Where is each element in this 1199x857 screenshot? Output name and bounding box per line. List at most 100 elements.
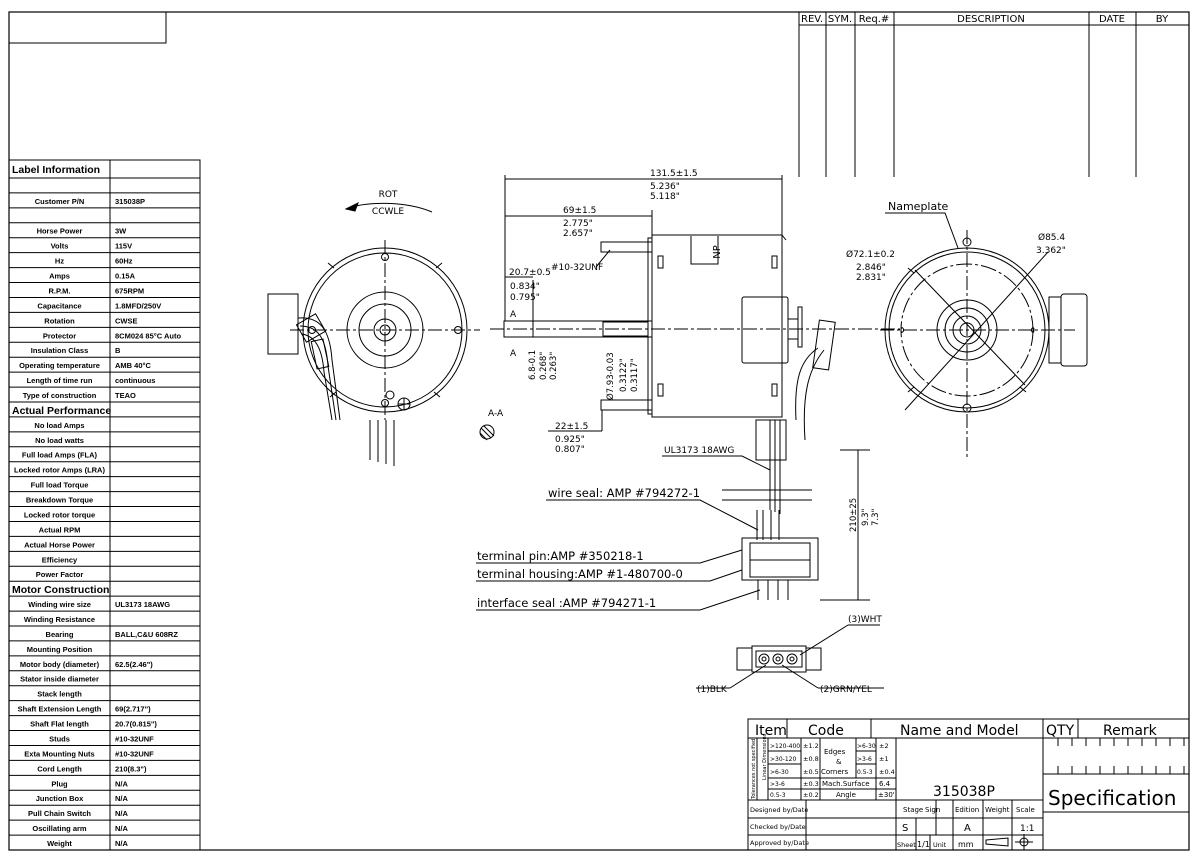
stage-value: S xyxy=(902,823,908,834)
label-row-value: continuous xyxy=(115,376,155,385)
wire-seal-label: wire seal: AMP #794272-1 xyxy=(548,486,700,500)
label-row-value: N/A xyxy=(115,839,129,848)
edges-amp: & xyxy=(836,758,842,766)
label-row-name: Horse Power xyxy=(37,227,83,236)
label-row-value: 62.5(2.46") xyxy=(115,660,153,669)
dim-stud-len-in2: 0.807" xyxy=(555,445,585,455)
label-row-name: Locked rotor Amps (LRA) xyxy=(14,466,105,475)
label-row-name: Winding wire size xyxy=(28,600,91,609)
label-row-value: 315038P xyxy=(115,197,145,206)
label-row-name: Actual Horse Power xyxy=(24,540,95,549)
edge-range: 0.5-3 xyxy=(857,769,873,776)
label-section-heading: Actual Performance xyxy=(12,405,111,417)
label-row-name: Breakdown Torque xyxy=(26,496,93,505)
terminal-housing-label: terminal housing:AMP #1-480700-0 xyxy=(477,567,683,581)
tol-range: >30-120 xyxy=(770,756,796,763)
angle-value: ±30' xyxy=(878,791,895,799)
stud-label: #10-32UNF xyxy=(551,263,603,273)
pin-wht-label: (3)WHT xyxy=(848,615,882,625)
edge-value: ±2 xyxy=(879,742,889,750)
pin-blk-label: (1)BLK xyxy=(697,685,728,695)
rot-label: ROT xyxy=(379,190,398,200)
dim-overall-in1: 5.236" xyxy=(650,182,680,192)
tol-value: ±0.5 xyxy=(803,768,819,776)
label-row-name: Length of time run xyxy=(27,376,93,385)
title-block xyxy=(747,718,1190,851)
label-row-value: CWSE xyxy=(115,316,138,325)
label-row-value: 8CM024 85°C Auto xyxy=(115,331,181,340)
section-aa-label: A-A xyxy=(488,409,504,419)
label-row-name: Motor body (diameter) xyxy=(20,660,100,669)
label-row-name: Bearing xyxy=(46,630,74,639)
dim-stud-len: 22±1.5 xyxy=(555,422,588,432)
dim-flat-in2: 0.795" xyxy=(510,293,540,303)
right-end-view xyxy=(880,212,1088,460)
label-row-name: Stack length xyxy=(37,690,82,699)
label-row-name: No load Amps xyxy=(34,421,84,430)
label-row-name: Junction Box xyxy=(36,794,84,803)
label-row-value: N/A xyxy=(115,809,129,818)
label-row-name: Hz xyxy=(55,257,64,266)
label-row-name: Exta Mounting Nuts xyxy=(24,749,94,758)
edge-value: ±0.4 xyxy=(879,768,895,776)
edge-range: >3-6 xyxy=(857,756,872,763)
side-view xyxy=(476,175,900,689)
dim-flat-in1: 0.834" xyxy=(510,282,540,292)
label-row-value: 675RPM xyxy=(115,286,144,295)
label-row-name: Protector xyxy=(43,331,76,340)
scale-value: 1:1 xyxy=(1020,824,1034,834)
edition-value: A xyxy=(964,823,971,834)
dim-overall: 131.5±1.5 xyxy=(650,169,698,179)
corners-label: Corners xyxy=(821,768,849,776)
title-item: Item xyxy=(755,723,787,739)
tol-range: >3-6 xyxy=(770,781,785,788)
tol-value: ±0.8 xyxy=(803,755,819,763)
label-row-name: Shaft Extension Length xyxy=(18,705,102,714)
label-row-name: Insulation Class xyxy=(31,346,89,355)
label-row-value: 1.8MFD/250V xyxy=(115,301,161,310)
mach-surface-label: Mach.Surface xyxy=(822,780,870,788)
label-row-value: N/A xyxy=(115,779,129,788)
dim-shaft-d-in2: 0.3117" xyxy=(630,358,640,392)
dim-od-in: 3.362" xyxy=(1036,246,1066,256)
label-row-name: Locked rotor torque xyxy=(24,510,95,519)
dim-cord-in2: 7.3" xyxy=(871,508,881,526)
title-name-model: Name and Model xyxy=(900,723,1019,739)
label-row-value: 60Hz xyxy=(115,257,133,266)
sign-header: Sign xyxy=(925,806,940,814)
label-row-name: Volts xyxy=(51,242,69,251)
label-row-name: Full load Torque xyxy=(31,481,89,490)
section-a-bottom: A xyxy=(510,349,517,359)
unit-label: Unit xyxy=(933,841,947,849)
interface-seal-label: interface seal :AMP #794271-1 xyxy=(477,596,656,610)
label-row-value: 3W xyxy=(115,227,127,236)
tol-value: ±0.2 xyxy=(803,791,819,799)
rev-header-rev: REV. xyxy=(801,14,823,25)
label-row-value: B xyxy=(115,346,121,355)
dim-bc-in1: 2.846" xyxy=(856,263,886,273)
label-row-value: #10-32UNF xyxy=(115,749,154,758)
label-row-value: N/A xyxy=(115,824,129,833)
label-row-name: Amps xyxy=(49,272,70,281)
mach-surface-value: 6.4 xyxy=(879,780,891,788)
label-row-name: Oscillating arm xyxy=(32,824,87,833)
label-row-name: Plug xyxy=(51,779,68,788)
label-row-name: Rotation xyxy=(44,316,75,325)
rev-header-description: DESCRIPTION xyxy=(957,14,1025,25)
label-row-name: Power Factor xyxy=(36,570,84,579)
tol-range: 0.5-3 xyxy=(770,792,786,799)
label-section-heading: Motor Construction xyxy=(12,584,109,596)
label-row-value: 210(8.3") xyxy=(115,764,147,773)
dim-shaft-d: Ø7.93-0.03 xyxy=(605,352,616,400)
label-row-name: Weight xyxy=(47,839,72,848)
dim-stud-len-in1: 0.925" xyxy=(555,435,585,445)
rev-header-req: Req.# xyxy=(859,14,890,25)
section-aa-symbol xyxy=(479,424,495,441)
model-number: 315038P xyxy=(933,784,995,800)
label-row-name: Mounting Position xyxy=(27,645,93,654)
label-row-name: Shaft Flat length xyxy=(30,720,89,729)
edges-label: Edges xyxy=(824,748,846,756)
dim-bc-in2: 2.831" xyxy=(856,273,886,283)
label-row-value: UL3173 18AWG xyxy=(115,600,170,609)
